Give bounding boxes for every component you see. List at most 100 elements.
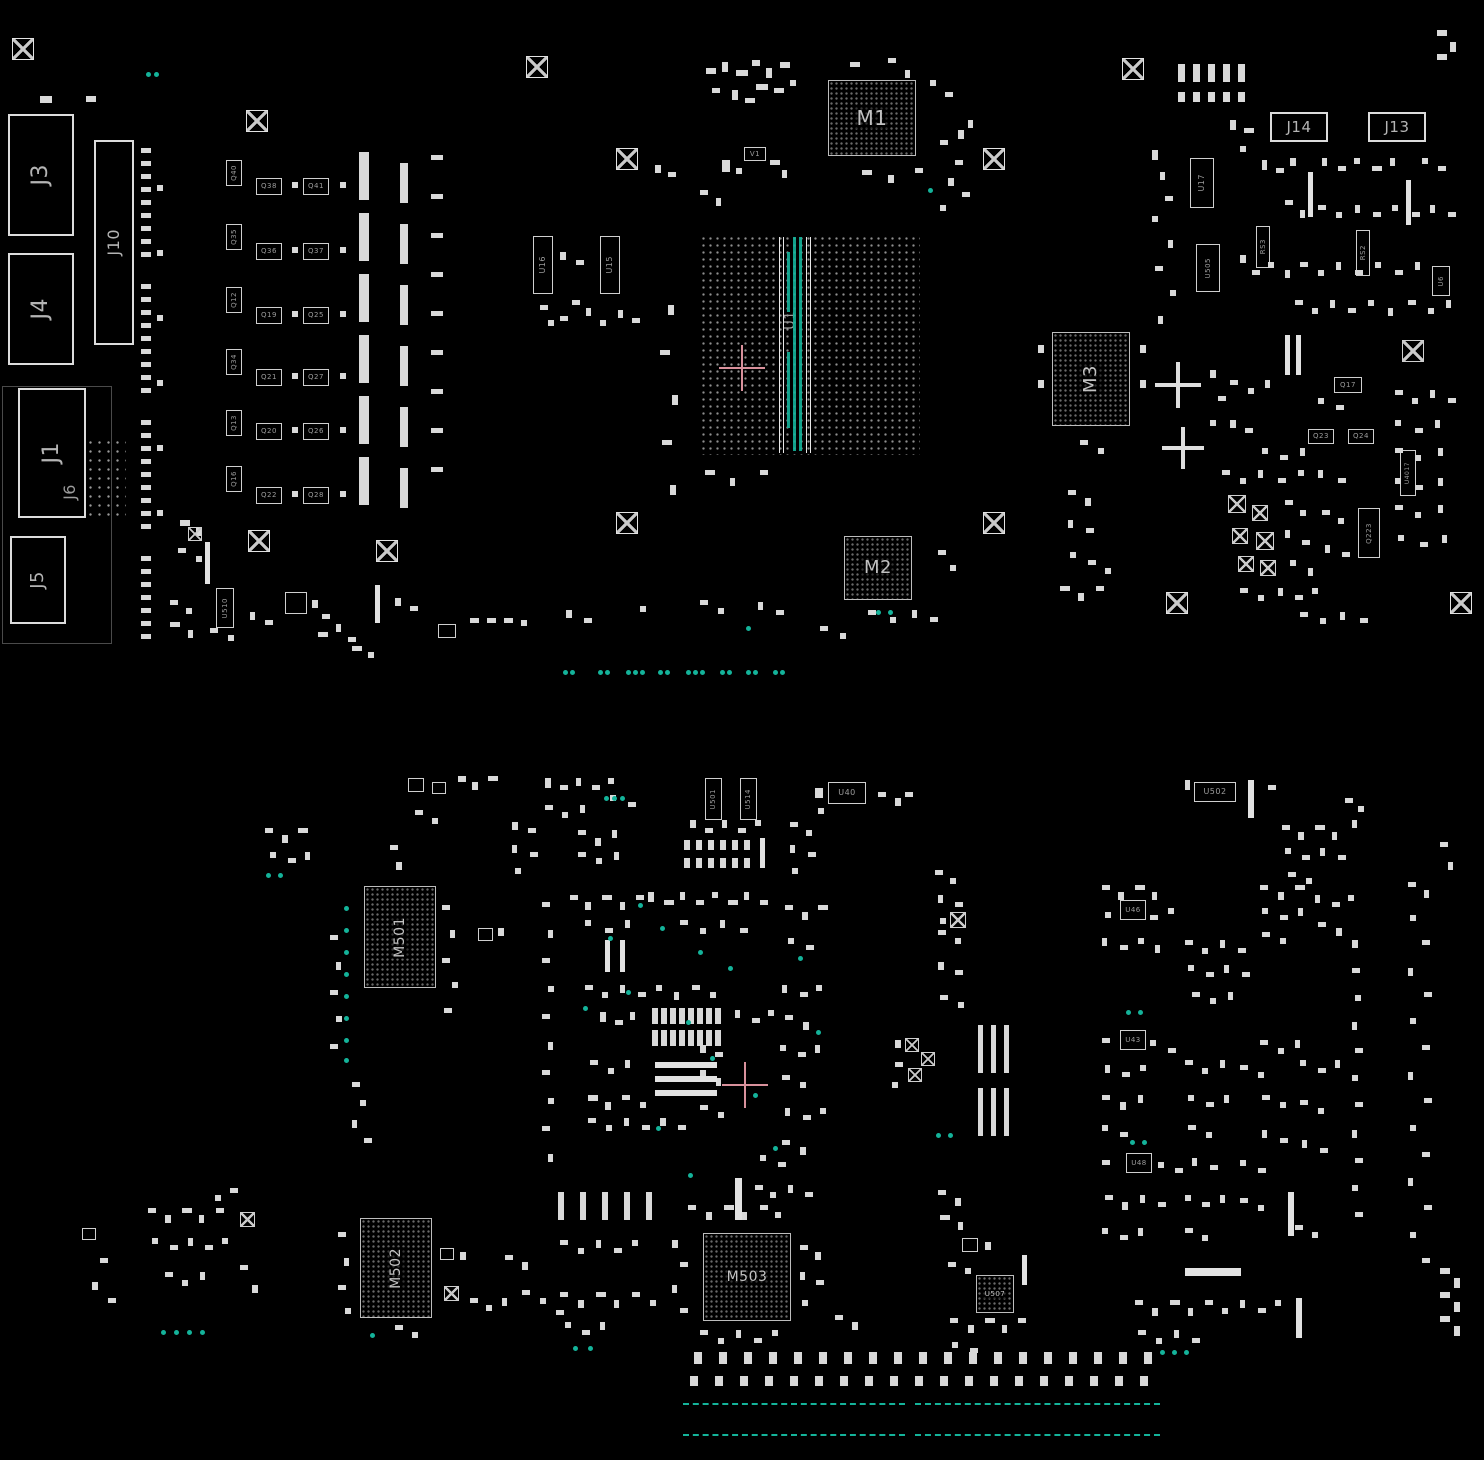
- smd-part: [1185, 1228, 1193, 1233]
- connector-j5[interactable]: J5: [10, 536, 66, 624]
- ic-u16[interactable]: U16: [533, 236, 553, 294]
- smd-part: [1202, 948, 1208, 954]
- smd-part: [1372, 166, 1382, 171]
- ic-u510[interactable]: U510: [216, 588, 234, 628]
- smd-part: [968, 1325, 974, 1333]
- transistor-q26[interactable]: Q26: [303, 423, 329, 440]
- connector-j14[interactable]: J14: [1270, 112, 1328, 142]
- smd-part: [803, 1115, 811, 1120]
- smd-part: [141, 148, 151, 153]
- module-m1[interactable]: M1: [828, 80, 916, 156]
- module-m503[interactable]: M503: [703, 1233, 791, 1321]
- transistor-q12[interactable]: Q12: [226, 287, 242, 313]
- test-point: [344, 1016, 349, 1021]
- ic-u502[interactable]: U502: [1194, 782, 1236, 802]
- ic-q24[interactable]: Q24: [1348, 429, 1374, 444]
- smd-part: [352, 1120, 357, 1128]
- smd-part: [1228, 992, 1233, 1000]
- smd-part: [1338, 166, 1346, 171]
- smd-part: [400, 285, 408, 325]
- ic-u15[interactable]: U15: [600, 236, 620, 294]
- smd-part: [1040, 1376, 1048, 1386]
- smd-part: [1240, 478, 1246, 484]
- smd-part: [578, 1248, 584, 1254]
- transistor-q36[interactable]: Q36: [256, 243, 282, 260]
- ic-q17[interactable]: Q17: [1334, 377, 1362, 393]
- transistor-q28[interactable]: Q28: [303, 487, 329, 504]
- ic-u17[interactable]: U17: [1190, 158, 1214, 208]
- transistor-q13[interactable]: Q13: [226, 410, 242, 436]
- smd-part: [672, 1240, 678, 1248]
- ic-v1[interactable]: V1: [744, 147, 766, 161]
- transistor-q37[interactable]: Q37: [303, 243, 329, 260]
- component-label: U505: [1203, 257, 1212, 279]
- module-u507[interactable]: U507: [976, 1275, 1014, 1313]
- module-m3[interactable]: M3: [1052, 332, 1130, 426]
- ic-rs3[interactable]: RS3: [1256, 226, 1270, 268]
- smd-part: [1430, 390, 1435, 398]
- smd-part: [205, 542, 210, 584]
- module-m501[interactable]: M501: [364, 886, 436, 988]
- smd-part: [950, 565, 956, 571]
- transistor-q41[interactable]: Q41: [303, 178, 329, 195]
- smd-part: [1454, 1302, 1460, 1312]
- connector-j10[interactable]: J10: [94, 140, 134, 345]
- ic-u4017[interactable]: U4017: [1400, 450, 1416, 496]
- smd-part: [141, 569, 151, 574]
- smd-part: [1260, 1040, 1268, 1045]
- transistor-q22[interactable]: Q22: [256, 487, 282, 504]
- smd-part: [330, 1044, 338, 1049]
- smd-part: [1220, 940, 1225, 948]
- ic-u6[interactable]: U6: [1432, 266, 1450, 296]
- fiducial-icon: [1450, 592, 1472, 614]
- connector-j3[interactable]: J3: [8, 114, 74, 236]
- ic-q23[interactable]: Q23: [1308, 429, 1334, 444]
- transistor-q20[interactable]: Q20: [256, 423, 282, 440]
- transistor-q27[interactable]: Q27: [303, 369, 329, 386]
- transistor-q40[interactable]: Q40: [226, 160, 242, 186]
- smd-part: [1422, 1152, 1430, 1157]
- transistor-q38[interactable]: Q38: [256, 178, 282, 195]
- smd-part: [1185, 1268, 1241, 1276]
- ic-u46[interactable]: U46: [1120, 900, 1146, 920]
- ic-u505[interactable]: U505: [1196, 244, 1220, 292]
- transistor-q35[interactable]: Q35: [226, 224, 242, 250]
- smd-part: [1155, 945, 1160, 953]
- smd-part: [1338, 518, 1344, 524]
- ic-u43[interactable]: U43: [1120, 1030, 1146, 1050]
- smd-part: [1332, 902, 1340, 907]
- transistor-q34[interactable]: Q34: [226, 349, 242, 375]
- ic-u48[interactable]: U48: [1126, 1153, 1152, 1173]
- transistor-q16[interactable]: Q16: [226, 466, 242, 492]
- transistor-q21[interactable]: Q21: [256, 369, 282, 386]
- ic-u501[interactable]: U501: [705, 778, 722, 820]
- smd-part: [504, 618, 513, 623]
- smd-part: [322, 614, 330, 619]
- transistor-q19[interactable]: Q19: [256, 307, 282, 324]
- smd-part: [1325, 545, 1330, 553]
- component-label: U4017: [1404, 461, 1411, 485]
- connector-j1[interactable]: J1: [18, 388, 86, 518]
- smd-part: [1300, 510, 1306, 516]
- smd-part: [1318, 205, 1326, 210]
- smd-part: [1070, 552, 1076, 558]
- transistor-q25[interactable]: Q25: [303, 307, 329, 324]
- smd-part: [1454, 1326, 1460, 1336]
- smd-part: [562, 812, 568, 818]
- ic-q223[interactable]: Q223: [1358, 508, 1380, 558]
- smd-part: [400, 163, 408, 203]
- ic-rs2[interactable]: RS2: [1356, 230, 1370, 276]
- test-point: [780, 670, 785, 675]
- smd-part: [716, 198, 721, 206]
- smd-part: [548, 1042, 553, 1050]
- ic-u40[interactable]: U40: [828, 782, 866, 804]
- smd-part: [165, 1272, 173, 1277]
- ic-u514[interactable]: U514: [740, 778, 757, 820]
- module-m2[interactable]: M2: [844, 536, 912, 600]
- module-m502[interactable]: M502: [360, 1218, 432, 1318]
- connector-j4[interactable]: J4: [8, 253, 74, 365]
- connector-j13[interactable]: J13: [1368, 112, 1426, 142]
- smd-part: [660, 1118, 666, 1126]
- smd-part: [778, 1162, 786, 1167]
- test-point: [344, 1038, 349, 1043]
